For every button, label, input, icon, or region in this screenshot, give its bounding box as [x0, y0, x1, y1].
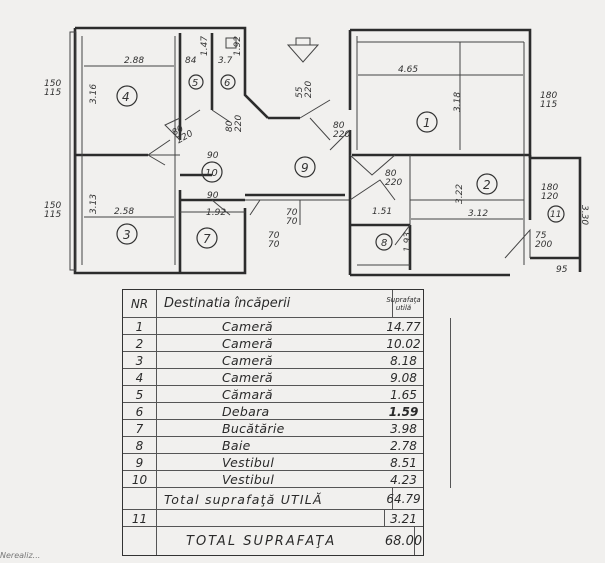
total-area: 68.00 — [384, 533, 423, 549]
svg-text:3.22: 3.22 — [455, 184, 465, 204]
svg-text:55220: 55220 — [295, 81, 314, 98]
table-row: 7 Bucătărie 3.98 — [123, 419, 451, 437]
room-number: 1 — [423, 116, 431, 130]
svg-text:95: 95 — [556, 265, 568, 275]
corridor-walls — [245, 116, 352, 201]
room-number: 11 — [550, 210, 561, 220]
doors — [147, 99, 531, 259]
table-row: 3 Cameră 8.18 — [123, 351, 451, 369]
svg-text:1.92: 1.92 — [233, 36, 243, 56]
total-util-area: 64.79 — [386, 492, 421, 506]
svg-text:2.88: 2.88 — [124, 56, 144, 66]
table-row: 1 Cameră 14.77 — [123, 317, 451, 335]
table-row: 10 Vestibul 4.23 — [123, 470, 451, 488]
left-wing-walls — [69, 26, 269, 275]
svg-text:84: 84 — [185, 56, 197, 66]
table-row: 4 Cameră 9.08 — [123, 368, 451, 386]
svg-text:80220: 80220 — [171, 121, 196, 146]
floor-plan: 4 5 6 1 2 10 9 3 7 8 11 2.88 3.16 84 1.4… — [44, 26, 589, 277]
svg-text:90: 90 — [207, 191, 219, 201]
footnote-text: Nerealiz... — [0, 551, 41, 560]
room-number: 9 — [301, 161, 309, 175]
header-area: Suprafaţa utilă — [386, 295, 421, 312]
svg-text:1.92: 1.92 — [206, 208, 226, 218]
svg-text:3.18: 3.18 — [453, 92, 463, 112]
room-number: 7 — [203, 232, 211, 246]
svg-text:1.93: 1.93 — [403, 232, 413, 252]
total-util-label: Total suprafaţă UTILĂ — [156, 488, 393, 510]
svg-text:3.12: 3.12 — [468, 209, 488, 219]
room-number: 5 — [192, 78, 198, 89]
svg-text:80220: 80220 — [385, 169, 402, 188]
svg-text:3.13: 3.13 — [89, 194, 99, 214]
right-wing-walls — [348, 28, 582, 277]
room-labels: 4 5 6 1 2 10 9 3 7 8 11 — [116, 74, 565, 251]
svg-text:1.51: 1.51 — [372, 207, 392, 217]
table-row: 5 Cămară 1.65 — [123, 385, 451, 403]
room-number: 8 — [381, 238, 387, 249]
svg-text:3.16: 3.16 — [89, 84, 99, 104]
table-header: NR Destinatia încăperii Suprafaţa utilă — [123, 290, 423, 317]
table-row: 2 Cameră 10.02 — [123, 334, 451, 352]
header-destination: Destinatia încăperii — [156, 290, 393, 317]
svg-text:4.65: 4.65 — [398, 65, 418, 75]
total-label: TOTAL SUPRAFAŢA — [156, 527, 415, 555]
svg-text:80220: 80220 — [333, 121, 350, 140]
svg-text:1.47: 1.47 — [200, 36, 210, 56]
room-number: 2 — [483, 178, 491, 192]
header-nr: NR — [123, 290, 157, 317]
total-row: TOTAL SUPRAFAŢA 68.00 — [123, 526, 423, 555]
svg-text:3.7: 3.7 — [218, 56, 233, 66]
area-table: NR Destinatia încăperii Suprafaţa utilă … — [122, 289, 451, 556]
table-row: 8 Baie 2.78 — [123, 436, 451, 454]
table-row: 9 Vestibul 8.51 — [123, 453, 451, 471]
room-number: 3 — [123, 228, 131, 242]
svg-text:80220: 80220 — [225, 115, 244, 132]
room-number: 6 — [224, 78, 230, 89]
svg-text:2.58: 2.58 — [114, 207, 134, 217]
room-number: 10 — [205, 168, 218, 179]
total-util-row: Total suprafaţă UTILĂ 64.79 — [123, 487, 423, 510]
table-row: 6 Debara 1.59 — [123, 402, 451, 420]
svg-text:3.30: 3.30 — [579, 205, 589, 225]
entry-arrow-icon — [286, 37, 320, 63]
room-number: 4 — [122, 90, 130, 104]
svg-text:90: 90 — [207, 151, 219, 161]
table-row-11: 11 3.21 — [123, 509, 423, 527]
